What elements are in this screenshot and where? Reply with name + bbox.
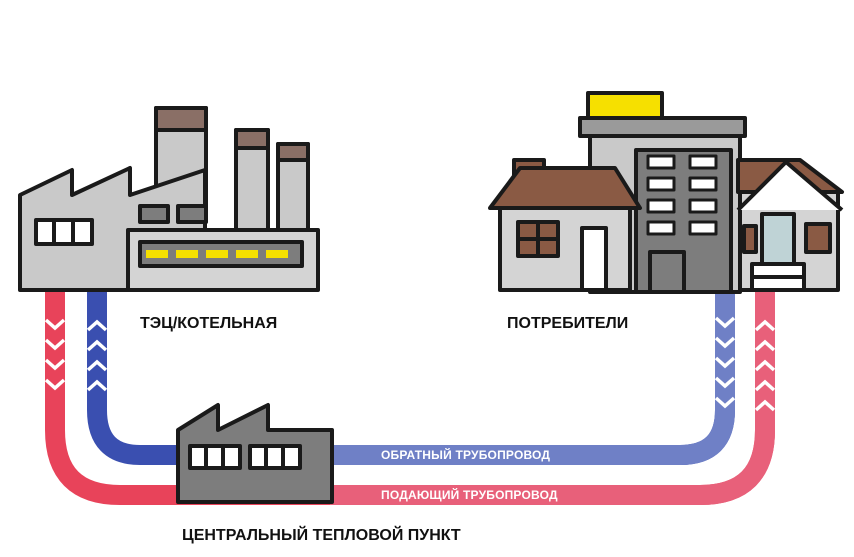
source-label: ТЭЦ/КОТЕЛЬНАЯ (140, 315, 277, 332)
cottage-icon (736, 158, 844, 292)
supply-pipe-label: ПОДАЮЩИЙ ТРУБОПРОВОД (381, 487, 558, 502)
heat-substation-icon (176, 403, 334, 504)
chevron-up-icon (754, 319, 776, 412)
chevron-up-icon (86, 319, 108, 392)
pipes (45, 290, 775, 505)
return-pipe-right (330, 290, 735, 465)
consumers-label: ПОТРЕБИТЕЛИ (507, 315, 628, 332)
return-pipe-label: ОБРАТНЫЙ ТРУБОПРОВОД (381, 447, 550, 462)
flow-arrows (44, 316, 776, 412)
supply-pipe-right (330, 290, 775, 505)
house-icon (488, 158, 642, 292)
substation-label: ЦЕНТРАЛЬНЫЙ ТЕПЛОВОЙ ПУНКТ (182, 525, 461, 544)
chevron-down-icon (714, 316, 736, 409)
power-plant-icon (18, 106, 320, 292)
chevron-down-icon (44, 318, 66, 391)
